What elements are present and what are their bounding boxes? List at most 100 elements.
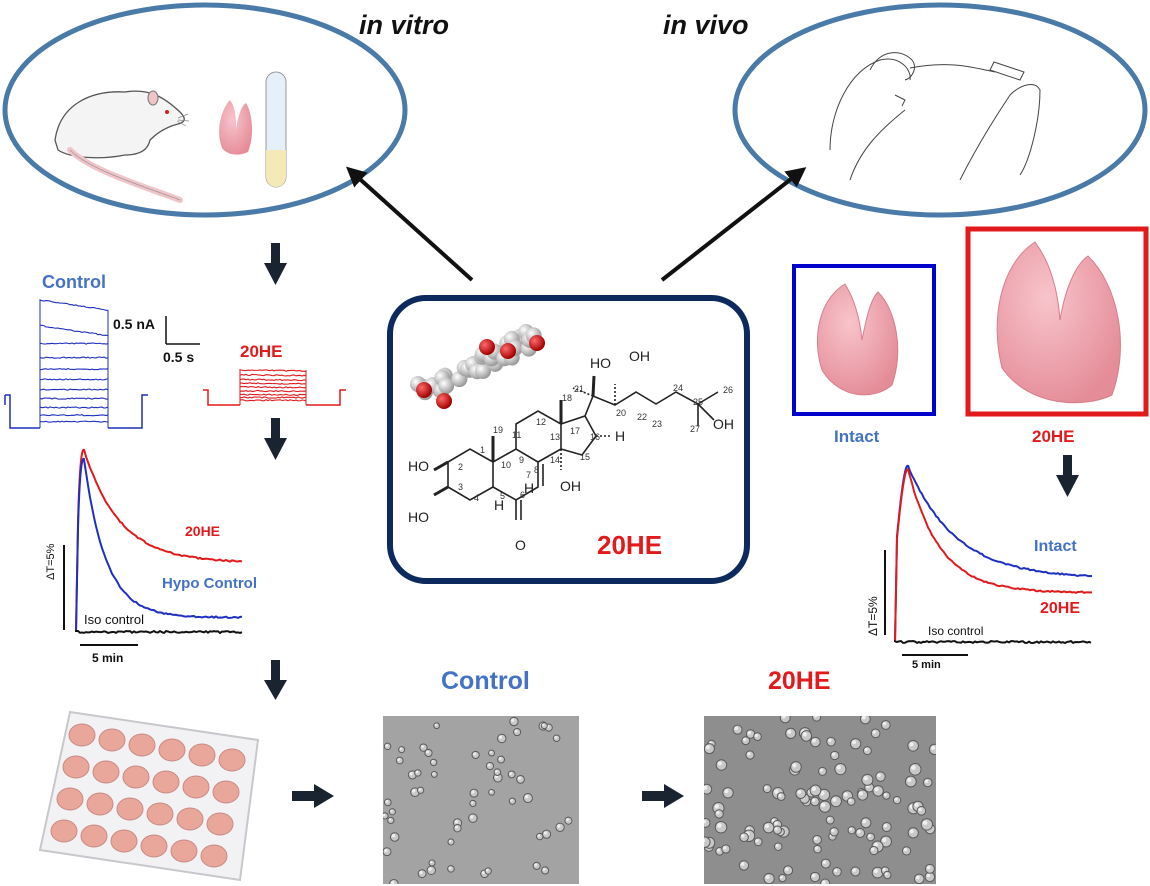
cell-highlight — [843, 792, 848, 797]
control-sweep — [39, 414, 109, 417]
well — [218, 748, 246, 772]
cell — [820, 858, 831, 869]
cell — [861, 773, 874, 786]
carbon-number: 24 — [673, 383, 684, 393]
down-arrow-icon — [264, 243, 287, 285]
cell — [419, 743, 428, 752]
20he-sweep — [239, 373, 307, 377]
cell-highlight — [930, 745, 936, 750]
cell-highlight — [542, 723, 545, 727]
cell-highlight — [454, 825, 458, 829]
cell — [383, 742, 392, 751]
cell-highlight — [385, 744, 388, 747]
cell-highlight — [399, 747, 402, 750]
cell-highlight — [811, 873, 816, 878]
well — [50, 819, 78, 843]
carbon-number: 26 — [723, 385, 734, 395]
cell — [704, 743, 715, 755]
in-vitro-label: in vitro — [359, 10, 450, 40]
cell-highlight — [487, 763, 491, 767]
carbon-number: 19 — [493, 425, 504, 435]
cell-highlight — [509, 772, 513, 775]
cell — [809, 784, 822, 797]
structural-formula — [433, 375, 719, 520]
patch-clamp-20he-traces — [203, 368, 346, 406]
20he-micrograph — [704, 716, 936, 884]
cell — [908, 763, 922, 776]
cell-highlight — [742, 737, 747, 742]
cell-highlight — [489, 790, 492, 793]
well — [212, 780, 240, 804]
cell — [395, 756, 404, 765]
cell-highlight — [714, 804, 720, 809]
well — [68, 723, 96, 747]
cell — [536, 832, 544, 841]
atom-label: H — [494, 497, 505, 513]
cell — [417, 869, 427, 879]
control-sweep — [39, 299, 109, 311]
patch-20he-label: 20HE — [240, 342, 283, 361]
carbon-atom — [475, 362, 492, 379]
cell-highlight — [514, 729, 518, 733]
cell-highlight — [873, 868, 879, 874]
well — [110, 829, 138, 853]
cell-highlight — [385, 800, 389, 803]
cell — [809, 871, 821, 883]
cell — [920, 818, 933, 831]
atom-label: OH — [713, 416, 734, 432]
cell-highlight — [872, 730, 877, 734]
carbon-atom — [438, 377, 455, 394]
cell — [541, 829, 552, 839]
cell-highlight — [802, 732, 807, 737]
cell — [469, 788, 479, 798]
cell-highlight — [717, 761, 722, 766]
cell — [812, 834, 822, 845]
cell-highlight — [779, 875, 783, 879]
cell — [762, 821, 775, 834]
cell-highlight — [543, 831, 547, 835]
cell — [753, 732, 762, 741]
20he-sweep — [239, 393, 307, 396]
well — [176, 807, 204, 831]
cell-highlight — [797, 790, 802, 795]
cell — [555, 822, 565, 832]
cell — [430, 771, 438, 778]
oxygen-atom — [479, 339, 495, 355]
cell — [772, 825, 782, 835]
cell-highlight — [448, 866, 452, 870]
cell-highlight — [778, 793, 782, 797]
cell-highlight — [909, 742, 914, 747]
carbon-number: 7 — [526, 470, 532, 480]
cell-highlight — [734, 726, 738, 731]
control-micrograph — [383, 716, 579, 884]
cell — [901, 846, 912, 856]
control-sweep — [39, 367, 109, 371]
cell-highlight — [774, 789, 779, 794]
cell-highlight — [716, 848, 720, 852]
cell-highlight — [409, 772, 413, 776]
in-vitro-scale-bars — [63, 545, 138, 646]
cell — [763, 872, 775, 884]
cell-highlight — [391, 834, 396, 838]
cell — [398, 746, 406, 754]
cell-highlight — [511, 718, 515, 722]
control-sweep — [39, 342, 109, 345]
cell-highlight — [420, 745, 424, 748]
carbon-number: 25 — [693, 397, 704, 407]
control-sweep — [39, 420, 109, 423]
cell — [883, 870, 892, 880]
compound-box — [387, 295, 750, 584]
control-sweep — [39, 388, 109, 391]
cell-highlight — [775, 844, 779, 848]
carbon-number: 10 — [501, 460, 512, 470]
cell-highlight — [390, 880, 395, 884]
cell — [753, 837, 763, 847]
cell-highlight — [397, 758, 401, 761]
cell — [540, 722, 548, 730]
invivo-20he-label: 20HE — [1032, 427, 1075, 446]
cell — [862, 746, 872, 756]
cell — [830, 750, 840, 761]
cell-highlight — [741, 834, 745, 838]
cell-highlight — [822, 860, 827, 865]
